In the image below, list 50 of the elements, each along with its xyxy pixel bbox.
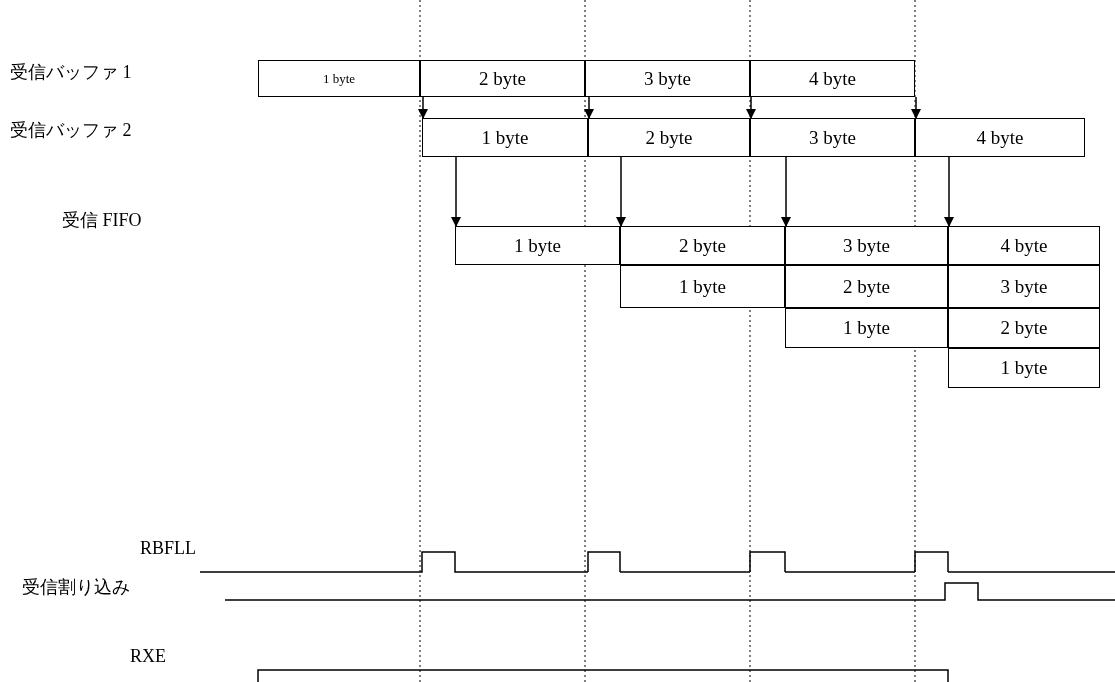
signal-name: 受信バッファ 2 xyxy=(10,119,132,142)
byte-box xyxy=(785,226,948,265)
arrow xyxy=(911,96,921,119)
arrow xyxy=(418,96,428,119)
arrow xyxy=(944,156,954,227)
byte-box xyxy=(915,118,1085,157)
byte-label: 1 byte xyxy=(679,275,726,298)
byte-box xyxy=(750,60,915,97)
byte-label: 3 byte xyxy=(644,67,691,90)
byte-box xyxy=(620,226,785,265)
byte-box xyxy=(258,60,420,97)
byte-label: 1 byte xyxy=(1000,357,1048,379)
byte-box xyxy=(588,118,750,157)
byte-label: 2 byte xyxy=(843,275,890,298)
arrow xyxy=(584,96,594,119)
byte-box xyxy=(585,60,750,97)
byte-label: 4 byte xyxy=(809,67,856,90)
byte-label: 3 byte xyxy=(843,234,890,257)
byte-box xyxy=(785,265,948,308)
signal-name: 受信バッファ 1 xyxy=(10,61,132,84)
byte-label: 4 byte xyxy=(1000,234,1048,257)
byte-box xyxy=(948,226,1100,265)
signal-name: RBFLL xyxy=(140,538,196,559)
signal-name: 受信割り込み xyxy=(22,576,130,599)
byte-label: 2 byte xyxy=(679,234,726,257)
byte-label: 2 byte xyxy=(1000,317,1048,339)
byte-label: 3 byte xyxy=(809,126,856,149)
arrow xyxy=(616,156,626,227)
byte-label: 2 byte xyxy=(645,126,693,149)
byte-label: 1 byte xyxy=(322,70,356,87)
byte-box xyxy=(420,60,585,97)
byte-label: 4 byte xyxy=(976,126,1024,149)
byte-box xyxy=(455,226,620,265)
byte-box xyxy=(948,348,1100,388)
arrow xyxy=(781,156,791,227)
byte-label: 1 byte xyxy=(481,126,529,149)
signal-name: RXE xyxy=(130,646,166,667)
byte-label: 1 byte xyxy=(843,317,890,339)
byte-box xyxy=(948,308,1100,348)
byte-label: 2 byte xyxy=(479,67,526,90)
byte-box xyxy=(422,118,588,157)
byte-label: 1 byte xyxy=(514,234,561,257)
byte-box xyxy=(948,265,1100,308)
byte-box xyxy=(785,308,948,348)
arrow xyxy=(451,156,461,227)
byte-label: 3 byte xyxy=(1000,275,1048,298)
byte-box xyxy=(750,118,915,157)
signal-name: 受信 FIFO xyxy=(62,209,142,232)
arrow xyxy=(746,96,756,119)
byte-box xyxy=(620,265,785,308)
